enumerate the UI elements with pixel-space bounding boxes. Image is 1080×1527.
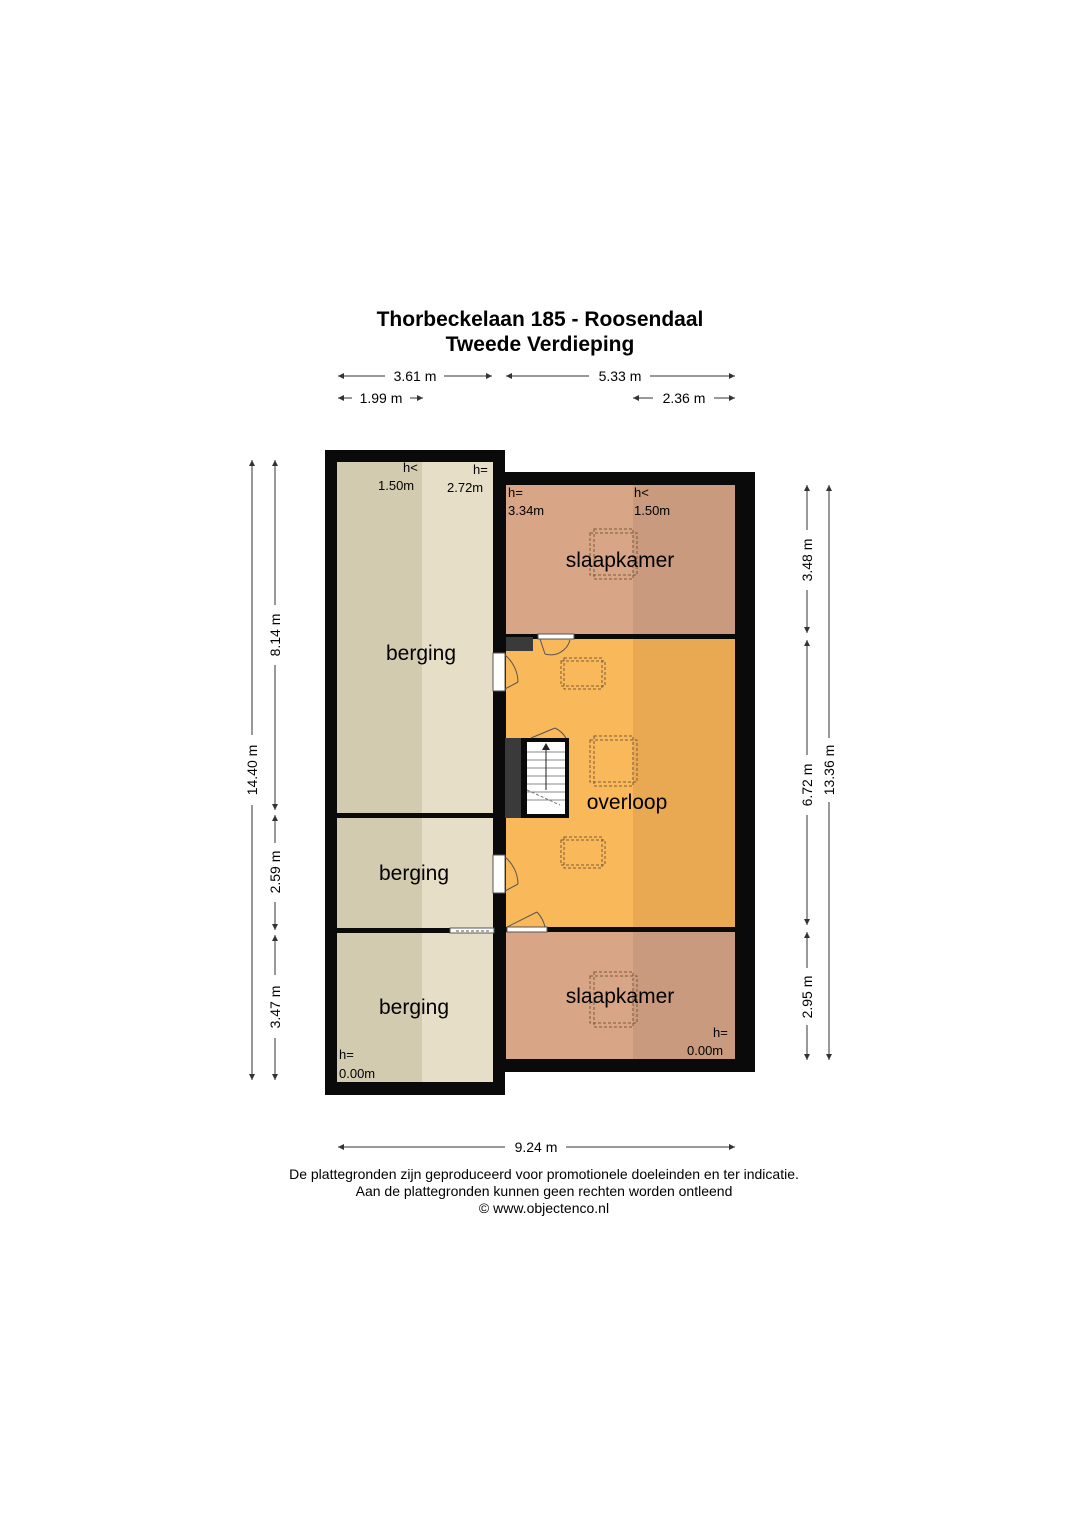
height-slaapkamer-high-label: h=: [508, 485, 523, 500]
height-berging-low-value: 1.50m: [378, 478, 414, 493]
room-label-overloop: overloop: [587, 791, 668, 814]
dim-right-lower: 2.95 m: [799, 976, 815, 1019]
room-berging-middle-light: [422, 818, 493, 928]
dim-top-right-sub: 2.36 m: [663, 390, 706, 406]
height-berging-high-value: 2.72m: [447, 480, 483, 495]
footer-copyright: © www.objectenco.nl: [479, 1200, 609, 1216]
footer-disclaimer-2: Aan de plattegronden kunnen geen rechten…: [356, 1183, 733, 1199]
dim-left-lower: 3.47 m: [267, 986, 283, 1029]
room-berging-large-light: [422, 462, 493, 813]
dim-left-total: 14.40 m: [244, 745, 260, 796]
room-slaapkamer-bottom-light: [506, 932, 633, 1059]
room-slaapkamer-top-light: [506, 485, 633, 634]
plan-title: Thorbeckelaan 185 - Roosendaal: [377, 308, 704, 331]
room-slaapkamer-bottom-dark: [633, 932, 735, 1059]
room-label-berging-small: berging: [379, 996, 449, 1019]
height-berging-low-label: h<: [403, 460, 418, 475]
staircase: [505, 738, 569, 818]
room-slaapkamer-top-dark: [633, 485, 735, 634]
room-label-berging-large: berging: [386, 642, 456, 665]
dim-right-total: 13.36 m: [821, 745, 837, 796]
room-label-berging-middle: berging: [379, 862, 449, 885]
top-dimensions: [338, 375, 735, 399]
room-berging-small-light: [422, 933, 493, 1082]
room-berging-small-dark: [337, 933, 422, 1082]
dim-top-left-width: 3.61 m: [394, 368, 437, 384]
room-label-slaapkamer-bottom: slaapkamer: [566, 985, 675, 1008]
height-berging3-value: 0.00m: [339, 1066, 375, 1081]
dim-top-left-sub: 1.99 m: [360, 390, 403, 406]
room-berging-middle-dark: [337, 818, 422, 928]
doors: [449, 633, 575, 934]
height-berging3-label: h=: [339, 1047, 354, 1062]
room-label-slaapkamer-top: slaapkamer: [566, 549, 675, 572]
height-slaapkamer-low-label: h<: [634, 485, 649, 500]
footer-disclaimer-1: De plattegronden zijn geproduceerd voor …: [289, 1166, 799, 1182]
chimney-block: [506, 637, 533, 651]
dim-right-middle: 6.72 m: [799, 764, 815, 807]
room-overloop-dark: [633, 639, 735, 927]
dim-left-upper: 8.14 m: [267, 614, 283, 657]
height-slaapkamer-low-value: 1.50m: [634, 503, 670, 518]
height-berging-high-label: h=: [473, 462, 488, 477]
dim-bottom-width: 9.24 m: [515, 1139, 558, 1155]
height-slaapkamer-high-value: 3.34m: [508, 503, 544, 518]
dim-left-middle: 2.59 m: [267, 851, 283, 894]
height-slaapkamer2-value: 0.00m: [687, 1043, 723, 1058]
height-slaapkamer2-label: h=: [713, 1025, 728, 1040]
plan-subtitle: Tweede Verdieping: [446, 333, 635, 356]
dim-right-upper: 3.48 m: [799, 539, 815, 582]
skylights: [560, 528, 638, 1028]
room-berging-large-dark: [337, 462, 422, 813]
dim-top-right-width: 5.33 m: [599, 368, 642, 384]
